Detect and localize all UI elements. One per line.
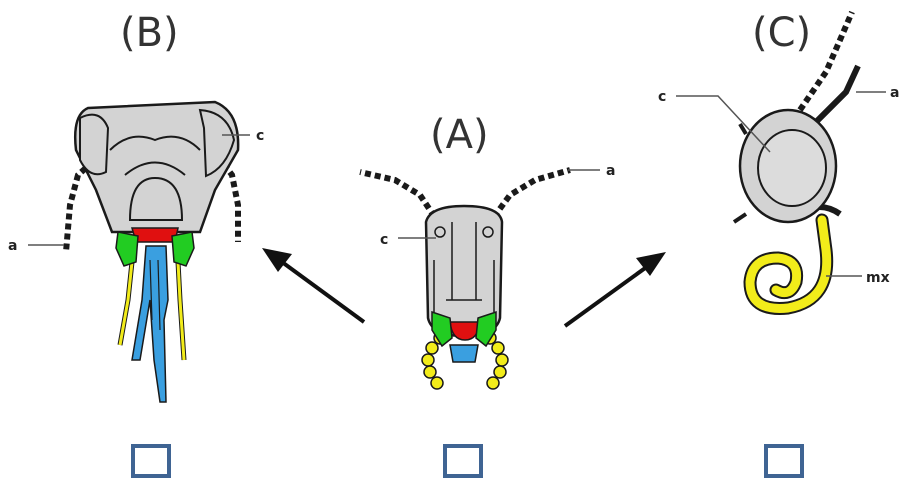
panel-a-label-c: c [380, 232, 388, 248]
panel-b-clypeus [128, 176, 184, 221]
panel-b-antenna-right [209, 146, 241, 242]
panel-a-antenna-right [485, 167, 571, 227]
panel-c-label-a: a [890, 85, 899, 101]
panel-a-label-a: a [606, 163, 615, 179]
panel-a-labium [449, 344, 479, 363]
arrow-to-c [563, 252, 666, 328]
panel-b-title: (B) [120, 10, 179, 56]
panel-b-labrum [131, 227, 179, 243]
panel-c-antenna-2 [813, 64, 861, 125]
panel-a-antenna-left [359, 169, 443, 227]
panel-a-title: (A) [430, 112, 489, 158]
panel-b-head-capsule [74, 100, 240, 234]
checkbox-panel-b[interactable] [131, 444, 171, 478]
panel-a-head: a c [359, 163, 615, 390]
panel-b-mandible-left [115, 231, 139, 267]
checkbox-panel-c[interactable] [764, 444, 804, 478]
panel-c-label-mx: mx [866, 270, 890, 286]
panel-c-title: (C) [752, 10, 812, 56]
panel-b-eye-left [79, 113, 110, 176]
arrow-to-b [262, 248, 366, 324]
panel-c-label-c: c [658, 89, 666, 105]
panel-c-antenna-1 [797, 10, 855, 112]
panel-b-mandible-right [171, 231, 195, 267]
panel-b-eye-right [198, 108, 236, 178]
panel-c-compound-eye [757, 129, 827, 207]
panel-c-head: c a mx [658, 10, 899, 315]
panel-b-label-a: a [8, 238, 17, 254]
panel-a-eye-left [434, 226, 446, 238]
panel-b-head: c a [8, 100, 264, 403]
panel-b-label-c: c [256, 128, 264, 144]
checkbox-panel-a[interactable] [443, 444, 483, 478]
panel-a-mandible-right [475, 310, 497, 348]
panel-a-mandible-left [431, 310, 453, 348]
panel-a-eye-right [482, 226, 494, 238]
